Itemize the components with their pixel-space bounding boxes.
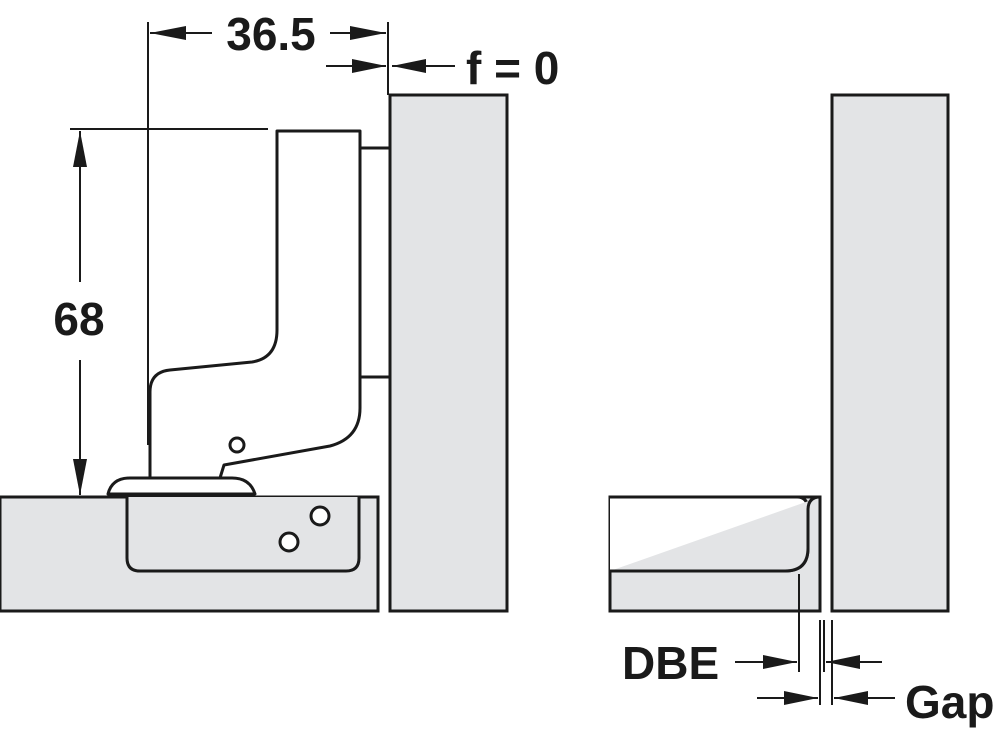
- screw-hole-1: [309, 505, 331, 527]
- dbe-arrow-right: [826, 655, 860, 669]
- dim-36-5-arrow-left: [150, 26, 186, 40]
- door-panel-right: [830, 93, 950, 613]
- gap-arrow-right: [834, 691, 868, 705]
- dim-f-label: f = 0: [466, 42, 559, 94]
- mounting-plate: [358, 146, 392, 379]
- dim-68-label: 68: [53, 293, 104, 345]
- dim-68-arrow-bottom: [73, 459, 87, 495]
- dim-36-5-arrow-right: [350, 26, 386, 40]
- hinge-cup: [125, 495, 361, 573]
- pivot-hole: [228, 436, 246, 454]
- gap-label: Gap: [905, 676, 994, 728]
- cabinet-inner-face: [608, 495, 822, 573]
- cup-flange: [106, 476, 257, 496]
- dbe-label: DBE: [622, 637, 719, 689]
- dbe-arrow-left: [763, 655, 797, 669]
- door-panel-left: [388, 93, 509, 613]
- screw-hole-2: [278, 531, 300, 553]
- dim-f-arrow-left: [352, 59, 386, 73]
- dim-68-arrow-top: [73, 131, 87, 167]
- hinge-arm: [148, 129, 362, 480]
- dim-36-5-label: 36.5: [226, 8, 316, 60]
- gap-arrow-left: [784, 691, 818, 705]
- dim-f-arrow-right: [392, 59, 426, 73]
